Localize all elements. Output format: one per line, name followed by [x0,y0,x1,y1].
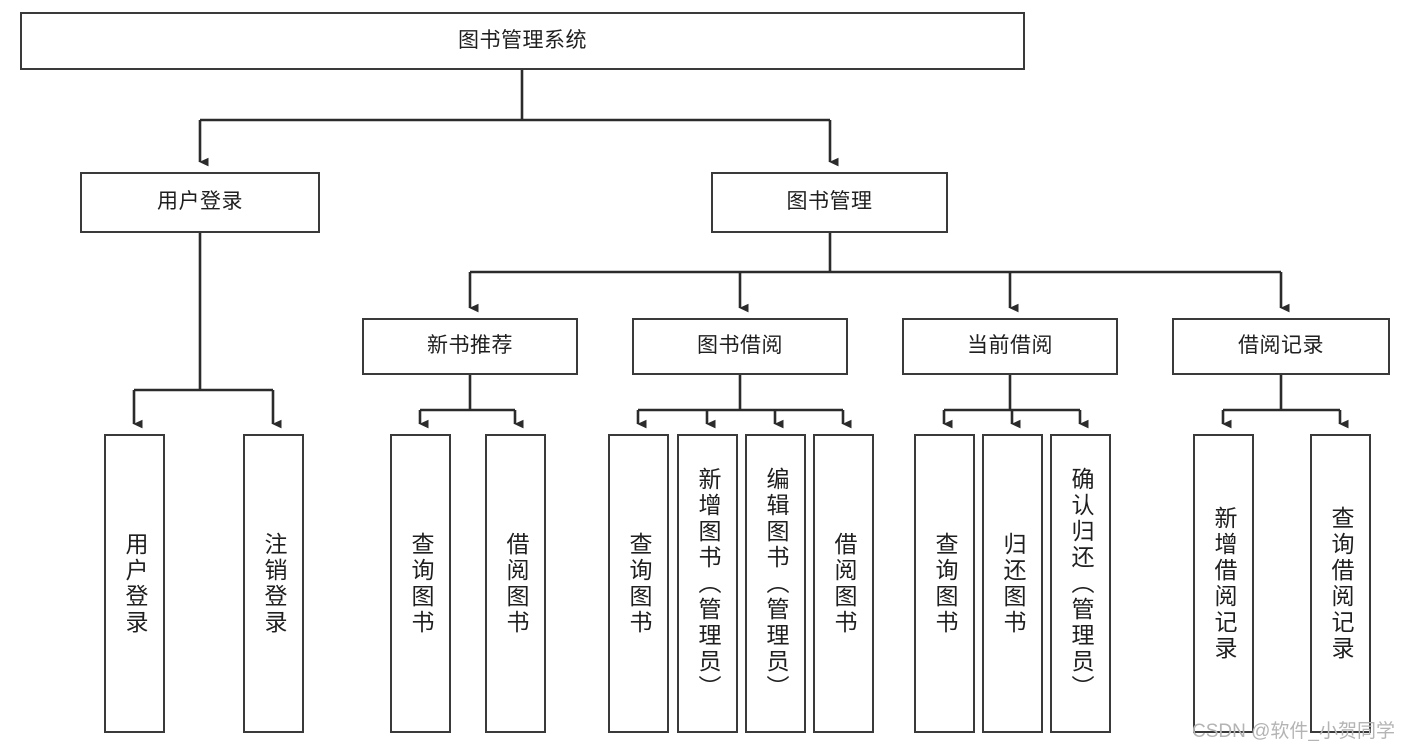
leaf-query-borrow-record-label: 查询借阅记录 [1328,505,1354,662]
leaf-query-book-recommend-label: 查询图书 [408,531,434,636]
leaf-user-login-label: 用户登录 [122,531,148,636]
node-current-borrow-label: 当前借阅 [967,334,1053,358]
leaf-borrow-book-borrow-label: 借阅图书 [831,531,857,636]
node-user-login[interactable]: 用户登录 [80,172,320,233]
leaf-query-book-current-label: 查询图书 [932,531,958,636]
leaf-query-borrow-record[interactable]: 查询借阅记录 [1310,434,1371,733]
leaf-query-book-borrow[interactable]: 查询图书 [608,434,669,733]
node-root-label: 图书管理系统 [458,28,587,52]
leaf-query-book-borrow-label: 查询图书 [626,531,652,636]
node-book-manage[interactable]: 图书管理 [711,172,948,233]
node-book-borrow-label: 图书借阅 [697,334,783,358]
node-book-manage-label: 图书管理 [786,190,873,214]
node-borrow-record-label: 借阅记录 [1238,334,1324,358]
leaf-query-book-current[interactable]: 查询图书 [914,434,975,733]
leaf-edit-book-admin[interactable]: 编辑图书（管理员） [745,434,806,733]
leaf-borrow-book-borrow[interactable]: 借阅图书 [813,434,874,733]
leaf-confirm-return-admin-label: 确认归还（管理员） [1068,466,1094,701]
leaf-user-login[interactable]: 用户登录 [104,434,165,733]
leaf-borrow-book-recommend[interactable]: 借阅图书 [485,434,546,733]
leaf-add-borrow-record-label: 新增借阅记录 [1211,505,1237,662]
leaf-add-book-admin-label: 新增图书（管理员） [695,466,721,701]
node-user-login-label: 用户登录 [157,190,243,214]
leaf-logout-login[interactable]: 注销登录 [243,434,304,733]
leaf-edit-book-admin-label: 编辑图书（管理员） [763,466,789,701]
node-new-book-recommend[interactable]: 新书推荐 [362,318,578,375]
node-root-system[interactable]: 图书管理系统 [20,12,1025,70]
node-new-book-recommend-label: 新书推荐 [427,334,513,358]
leaf-confirm-return-admin[interactable]: 确认归还（管理员） [1050,434,1111,733]
leaf-add-book-admin[interactable]: 新增图书（管理员） [677,434,738,733]
node-borrow-record[interactable]: 借阅记录 [1172,318,1390,375]
leaf-return-book-label: 归还图书 [1000,531,1026,636]
node-book-borrow[interactable]: 图书借阅 [632,318,848,375]
leaf-borrow-book-recommend-label: 借阅图书 [503,531,529,636]
node-current-borrow[interactable]: 当前借阅 [902,318,1118,375]
leaf-return-book[interactable]: 归还图书 [982,434,1043,733]
leaf-add-borrow-record[interactable]: 新增借阅记录 [1193,434,1254,733]
leaf-logout-login-label: 注销登录 [261,531,287,636]
leaf-query-book-recommend[interactable]: 查询图书 [390,434,451,733]
